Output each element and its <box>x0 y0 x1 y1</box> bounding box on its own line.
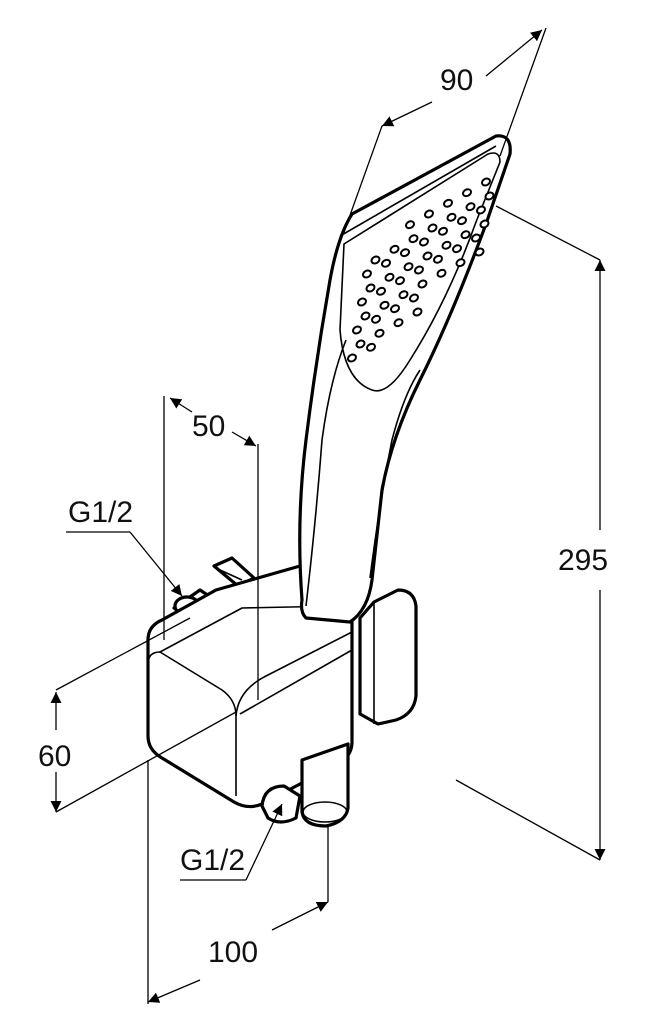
nozzle <box>417 279 428 289</box>
nozzle <box>393 318 404 328</box>
nozzle <box>408 234 419 244</box>
nozzle <box>384 272 395 282</box>
nozzle <box>370 314 382 324</box>
nozzle <box>408 293 420 303</box>
nozzle <box>365 342 377 352</box>
nozzle <box>461 188 473 198</box>
nozzle <box>399 248 411 258</box>
dim-label-100: 100 <box>208 936 258 969</box>
nozzle <box>360 311 371 321</box>
dim-label-295: 295 <box>558 544 608 577</box>
nozzle <box>374 328 385 338</box>
nozzle <box>442 198 454 208</box>
nozzle <box>404 220 416 230</box>
nozzle <box>423 209 435 219</box>
nozzle <box>465 202 476 212</box>
nozzle <box>441 240 452 250</box>
nozzle <box>446 212 457 222</box>
nozzle <box>403 262 414 272</box>
dimension-length-total <box>455 205 606 861</box>
nozzle <box>451 244 463 254</box>
nozzle <box>479 219 490 229</box>
nozzle <box>475 205 487 215</box>
nozzle <box>422 251 433 261</box>
outlet-pipe-bottom <box>260 784 302 824</box>
nozzle <box>437 226 449 236</box>
dimension-depth-holder <box>163 396 259 700</box>
dim-label-90: 90 <box>440 64 473 97</box>
nozzle <box>470 233 482 243</box>
nozzle <box>418 237 430 247</box>
nozzle <box>356 297 368 307</box>
nozzle <box>365 283 376 293</box>
dim-label-60: 60 <box>38 740 71 773</box>
nozzle <box>474 247 485 257</box>
nozzle <box>432 254 444 264</box>
nozzle <box>351 325 363 335</box>
nozzle <box>436 268 447 278</box>
nozzle <box>460 230 471 240</box>
handle-holder <box>358 588 418 726</box>
spray-nozzles <box>346 177 495 363</box>
thread-callout-top <box>66 531 183 597</box>
hose-pipe <box>300 742 350 828</box>
nozzle <box>484 191 495 201</box>
dim-label-50: 50 <box>192 410 225 443</box>
dimension-width-head <box>343 27 547 233</box>
dimension-height-holder <box>50 617 237 813</box>
thread-label-top: G1/2 <box>68 496 133 529</box>
nozzle <box>455 258 466 268</box>
nozzle <box>380 258 392 268</box>
nozzle <box>361 269 373 279</box>
nozzle <box>456 216 468 226</box>
nozzle <box>346 353 358 363</box>
thread-label-bottom: G1/2 <box>180 844 245 877</box>
hand-shower <box>298 134 512 624</box>
nozzle <box>480 177 492 187</box>
nozzle <box>355 339 366 349</box>
nozzle <box>413 265 425 275</box>
nozzle <box>375 286 387 296</box>
nozzle <box>398 290 409 300</box>
nozzle <box>379 300 390 310</box>
nozzle <box>389 244 400 254</box>
thread-callout-bottom <box>180 803 283 881</box>
nozzle <box>389 304 401 314</box>
nozzle <box>412 307 423 317</box>
nozzle <box>370 255 381 265</box>
dimension-width-holder <box>147 760 329 1004</box>
nozzle <box>394 276 406 286</box>
nozzle <box>427 223 438 233</box>
